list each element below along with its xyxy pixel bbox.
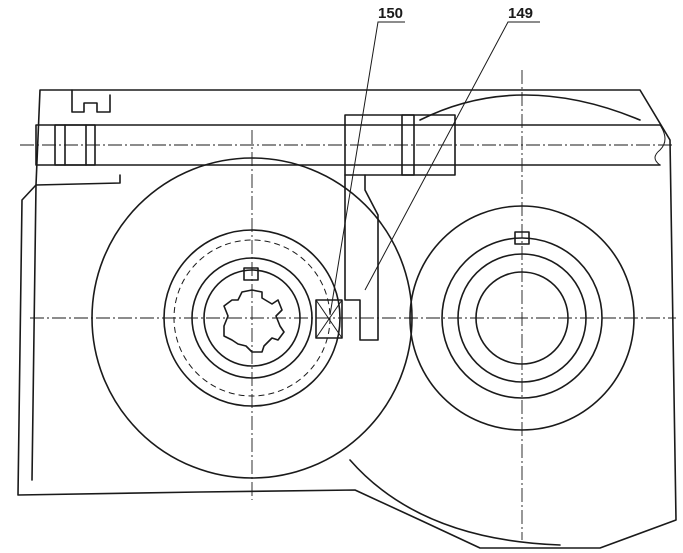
callout-149: 149 — [508, 5, 533, 22]
housing-inner-edge — [31, 174, 121, 481]
lower-wheel-arc — [349, 459, 561, 546]
upper-shaft — [35, 124, 661, 166]
leader-149 — [364, 21, 540, 291]
left-spline-bore — [223, 289, 285, 353]
housing-outline — [17, 89, 677, 549]
bracket-top — [344, 114, 456, 176]
shaft-end-break — [654, 124, 666, 166]
callout-150: 150 — [378, 5, 403, 22]
left-key — [243, 267, 259, 281]
leader-150 — [329, 21, 405, 316]
lever-arm — [344, 174, 379, 341]
back-wheel-arc — [419, 94, 641, 121]
top-slot — [71, 89, 111, 113]
cross-diagonal-2 — [315, 299, 343, 339]
cross-block-150 — [315, 299, 343, 339]
